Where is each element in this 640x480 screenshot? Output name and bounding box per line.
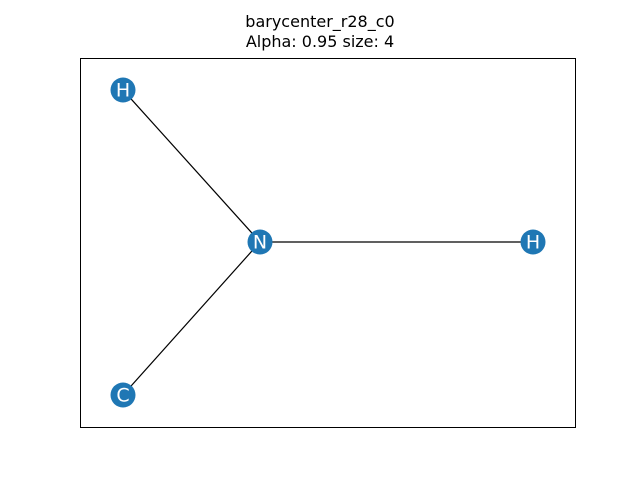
- node-label: N: [253, 232, 267, 254]
- node-n1: N: [247, 229, 273, 255]
- node-n2: H: [520, 229, 546, 255]
- plot-frame: [80, 58, 576, 428]
- edge-n0-n1: [122, 89, 261, 243]
- node-n3: C: [110, 382, 136, 408]
- node-circle: [520, 229, 546, 255]
- title-line-2: Alpha: 0.95 size: 4: [245, 32, 395, 51]
- node-label: H: [526, 232, 540, 254]
- edge-layer: [122, 89, 533, 396]
- node-label: C: [116, 385, 129, 407]
- node-circle: [110, 77, 136, 103]
- node-label: H: [116, 80, 130, 102]
- edge-n1-n3: [122, 241, 261, 396]
- node-circle: [110, 382, 136, 408]
- figure-title: barycenter_r28_c0 Alpha: 0.95 size: 4: [0, 12, 640, 52]
- node-n0: H: [110, 77, 136, 103]
- title-line-1: barycenter_r28_c0: [245, 12, 395, 31]
- node-layer: H N H C: [110, 77, 546, 408]
- node-circle: [247, 229, 273, 255]
